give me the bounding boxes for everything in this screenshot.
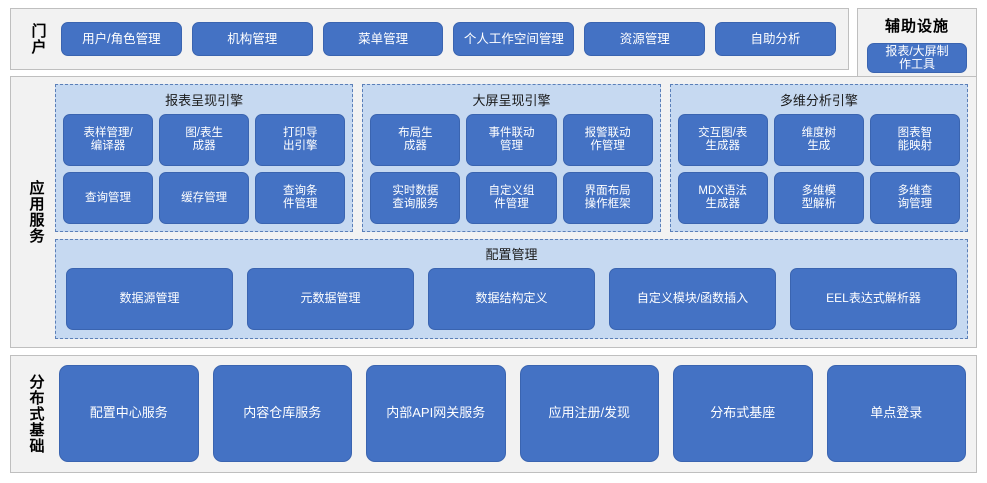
engine-report-item-print-export[interactable]: 打印导 出引擎 <box>255 114 346 166</box>
engine-dashboard-title: 大屏呈现引擎 <box>472 93 551 108</box>
config-management-items: 数据源管理 元数据管理 数据结构定义 自定义模块/函数插入 EEL表达式解析器 <box>66 268 957 330</box>
application-services-body: 报表呈现引擎 表样管理/ 编译器 图/表生 成器 打印导 出引擎 查询管理 缓存… <box>55 84 968 339</box>
distributed-item-sso[interactable]: 单点登录 <box>826 365 966 462</box>
engine-dashboard-item-realtime-query[interactable]: 实时数据 查询服务 <box>370 172 461 224</box>
portal-item-org[interactable]: 机构管理 <box>191 22 313 56</box>
engine-report-title: 报表呈现引擎 <box>165 93 244 108</box>
distributed-item-content-repo[interactable]: 内容仓库服务 <box>212 365 352 462</box>
engine-dashboard-items: 布局生 成器 事件联动 管理 报警联动 作管理 实时数据 查询服务 自定义组 件… <box>370 114 653 224</box>
engine-dashboard-item-layout-generator[interactable]: 布局生 成器 <box>370 114 461 166</box>
engine-dashboard-item-custom-widget[interactable]: 自定义组 件管理 <box>466 172 557 224</box>
portal-item-resource[interactable]: 资源管理 <box>584 22 706 56</box>
config-management-title: 配置管理 <box>485 247 538 262</box>
config-item-custom-module[interactable]: 自定义模块/函数插入 <box>609 268 776 330</box>
engine-olap-items: 交互图/表 生成器 维度树 生成 图表智 能映射 MDX语法 生成器 多维模 型… <box>677 114 960 224</box>
engine-report: 报表呈现引擎 表样管理/ 编译器 图/表生 成器 打印导 出引擎 查询管理 缓存… <box>55 84 354 232</box>
portal-label: 门户 <box>29 23 47 55</box>
engines-row: 报表呈现引擎 表样管理/ 编译器 图/表生 成器 打印导 出引擎 查询管理 缓存… <box>55 84 968 232</box>
distributed-item-base-platform[interactable]: 分布式基座 <box>673 365 813 462</box>
engine-report-item-chart-generator[interactable]: 图/表生 成器 <box>159 114 250 166</box>
distributed-foundation-label: 分布式基础 <box>27 373 45 454</box>
portal-item-self-analysis[interactable]: 自助分析 <box>715 22 836 56</box>
config-item-eel-parser[interactable]: EEL表达式解析器 <box>790 268 957 330</box>
engine-olap-title: 多维分析引擎 <box>779 93 858 108</box>
engine-report-item-query-mgmt[interactable]: 查询管理 <box>63 172 154 224</box>
engine-report-item-cache-mgmt[interactable]: 缓存管理 <box>159 172 250 224</box>
top-row: 门户 用户/角色管理 机构管理 菜单管理 个人工作空间管理 资源管理 自助分析 … <box>10 8 977 262</box>
middle-row: 应用服务 报表呈现引擎 表样管理/ 编译器 图/表生 成器 打印导 出引擎 查询… <box>10 76 977 348</box>
distributed-foundation-items: 配置中心服务 内容仓库服务 内部API网关服务 应用注册/发现 分布式基座 单点… <box>55 365 966 462</box>
engine-report-item-query-condition[interactable]: 查询条 件管理 <box>255 172 346 224</box>
config-item-data-structure[interactable]: 数据结构定义 <box>428 268 595 330</box>
config-item-datasource[interactable]: 数据源管理 <box>66 268 233 330</box>
portal-section: 门户 用户/角色管理 机构管理 菜单管理 个人工作空间管理 资源管理 自助分析 <box>10 8 849 70</box>
engine-dashboard-item-ui-framework[interactable]: 界面布局 操作框架 <box>562 172 653 224</box>
aux-column: 辅助设施 报表/大屏制 作工具 工作流引擎 定时任务调度 运行日志 权限管理 消… <box>857 8 977 262</box>
application-services-label: 应用服务 <box>27 179 45 244</box>
config-item-metadata[interactable]: 元数据管理 <box>247 268 414 330</box>
engine-olap-item-interactive-chart[interactable]: 交互图/表 生成器 <box>677 114 768 166</box>
distributed-item-config-center[interactable]: 配置中心服务 <box>59 365 199 462</box>
engine-olap-item-model-parser[interactable]: 多维模 型解析 <box>773 172 864 224</box>
engine-report-item-template-editor[interactable]: 表样管理/ 编译器 <box>63 114 154 166</box>
config-management-panel: 配置管理 数据源管理 元数据管理 数据结构定义 自定义模块/函数插入 EEL表达… <box>55 239 968 339</box>
portal-item-workspace[interactable]: 个人工作空间管理 <box>453 22 575 56</box>
portal-item-menu[interactable]: 菜单管理 <box>322 22 444 56</box>
aux-title: 辅助设施 <box>884 18 949 35</box>
aux-item-report-designer[interactable]: 报表/大屏制 作工具 <box>867 43 967 73</box>
engine-olap-item-mdx-generator[interactable]: MDX语法 生成器 <box>677 172 768 224</box>
engine-olap-item-chart-mapping[interactable]: 图表智 能映射 <box>869 114 960 166</box>
distributed-item-app-registry[interactable]: 应用注册/发现 <box>519 365 659 462</box>
engine-dashboard-item-alarm-action[interactable]: 报警联动 作管理 <box>562 114 653 166</box>
distributed-item-api-gateway[interactable]: 内部API网关服务 <box>366 365 506 462</box>
engine-olap-item-dimension-tree[interactable]: 维度树 生成 <box>773 114 864 166</box>
portal-item-user-role[interactable]: 用户/角色管理 <box>61 22 182 56</box>
distributed-foundation-section: 分布式基础 配置中心服务 内容仓库服务 内部API网关服务 应用注册/发现 分布… <box>10 355 977 473</box>
engine-dashboard-item-event-linkage[interactable]: 事件联动 管理 <box>466 114 557 166</box>
application-services-section: 应用服务 报表呈现引擎 表样管理/ 编译器 图/表生 成器 打印导 出引擎 查询… <box>10 76 977 348</box>
engine-olap-item-query-mgmt[interactable]: 多维查 询管理 <box>869 172 960 224</box>
engine-olap: 多维分析引擎 交互图/表 生成器 维度树 生成 图表智 能映射 MDX语法 生成… <box>669 84 968 232</box>
engine-report-items: 表样管理/ 编译器 图/表生 成器 打印导 出引擎 查询管理 缓存管理 查询条 … <box>63 114 346 224</box>
engine-dashboard: 大屏呈现引擎 布局生 成器 事件联动 管理 报警联动 作管理 实时数据 查询服务… <box>362 84 661 232</box>
portal-items: 用户/角色管理 机构管理 菜单管理 个人工作空间管理 资源管理 自助分析 <box>57 15 840 63</box>
